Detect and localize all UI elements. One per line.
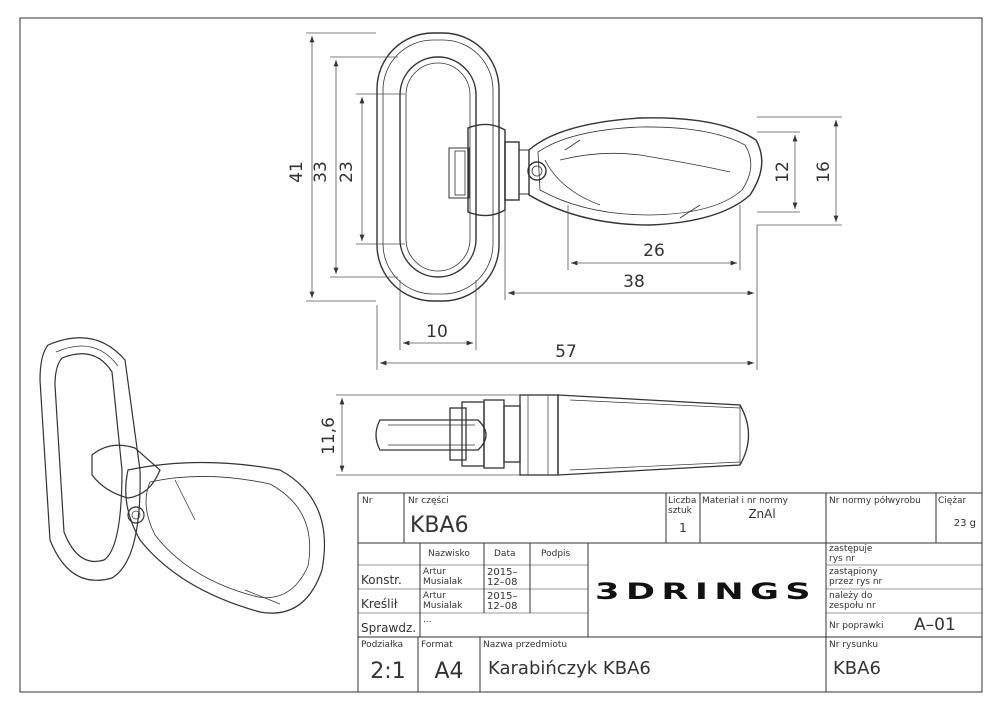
top-view [375, 394, 750, 476]
drawing-nr: KBA6 [833, 658, 881, 679]
row-checked: Sprawdz. [361, 621, 416, 635]
dim-41: 41 [287, 161, 307, 183]
designed-name-1: Artur [423, 567, 446, 577]
format-label: Format [421, 640, 453, 650]
weight-label: Ciężar [938, 496, 967, 506]
material-label: Materiał i nr normy [702, 496, 789, 506]
title-block [357, 492, 983, 693]
replaced-label-2: przez rys nr [829, 577, 883, 587]
semi-norm-label: Nr normy półwyrobu [829, 495, 921, 506]
designed-name-2: Musialak [423, 577, 463, 587]
col-name: Nazwisko [428, 549, 470, 559]
drawn-name-2: Musialak [423, 601, 463, 611]
front-view [376, 32, 763, 302]
replaces-label-2: rys nr [829, 554, 855, 564]
part-nr: KBA6 [410, 513, 469, 538]
dim-33: 33 [311, 161, 331, 183]
nr-label: Nr [362, 496, 373, 506]
dim-12: 12 [773, 161, 793, 183]
checked-name: ... [423, 615, 432, 625]
col-date: Data [494, 549, 516, 559]
replaces-label-1: zastępuje [829, 544, 873, 554]
dim-16: 16 [814, 161, 834, 183]
dim-10: 10 [426, 322, 448, 342]
col-sign: Podpis [541, 549, 571, 559]
drawn-date-2: 12–08 [487, 601, 517, 612]
dim-57: 57 [555, 342, 577, 362]
replaced-label-1: zastąpiony [829, 567, 878, 577]
drawn-date-1: 2015– [487, 591, 517, 602]
drawn-name-1: Artur [423, 591, 446, 601]
material: ZnAl [748, 507, 775, 521]
revision-label: Nr poprawki [829, 621, 884, 631]
designed-date-1: 2015– [487, 567, 517, 578]
dim-38: 38 [623, 272, 645, 292]
scale-label: Podziałka [361, 640, 403, 650]
dimension-lines [306, 32, 842, 476]
object-name: Karabińczyk KBA6 [488, 658, 651, 679]
qty-label-1: Liczba [668, 496, 696, 506]
designed-date-2: 12–08 [487, 577, 517, 588]
qty-label-2: sztuk [668, 506, 693, 516]
dim-23: 23 [337, 161, 357, 183]
part-nr-label: Nr części [408, 495, 449, 506]
company-logo: 3DRINGS [595, 580, 817, 605]
weight: 23 g [954, 518, 976, 529]
row-designed: Konstr. [361, 573, 402, 587]
belongs-label-2: zespołu nr [829, 601, 876, 611]
qty: 1 [679, 521, 687, 535]
object-name-label: Nazwa przedmiotu [483, 640, 567, 650]
isometric-view [39, 337, 326, 614]
format: A4 [434, 659, 463, 684]
dim-11-6: 11,6 [319, 417, 339, 455]
scale: 2:1 [370, 659, 405, 684]
dim-26: 26 [643, 241, 665, 261]
revision: A–01 [914, 615, 956, 635]
row-drawn: Kreślił [361, 597, 398, 611]
belongs-label-1: należy do [829, 591, 873, 601]
drawing-nr-label: Nr rysunku [829, 640, 878, 650]
